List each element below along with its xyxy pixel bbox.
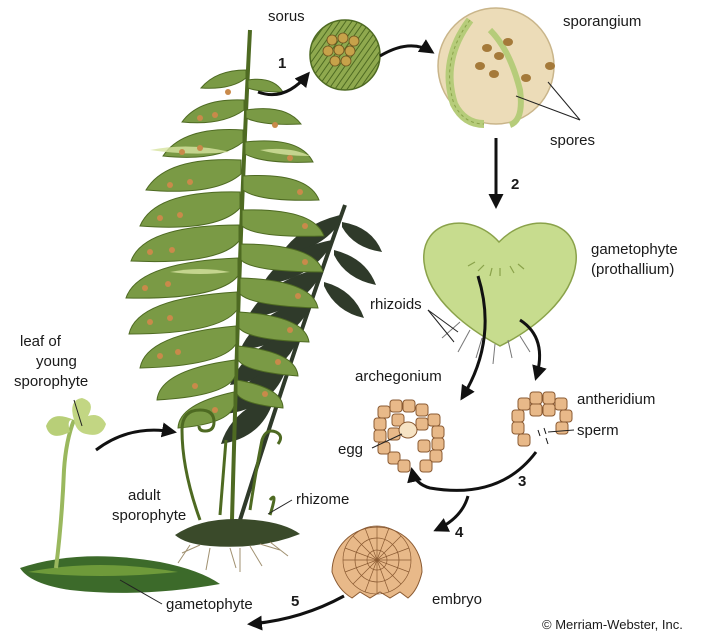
antheridium-image bbox=[511, 391, 573, 447]
sporangium-image bbox=[437, 7, 555, 128]
label-adult-line1: adult bbox=[128, 487, 161, 504]
arrow-3 bbox=[407, 451, 538, 492]
label-leaf-young-line3: sporophyte bbox=[14, 373, 88, 390]
arrow-to-adult bbox=[95, 422, 177, 452]
sorus-image bbox=[309, 19, 381, 91]
label-sorus: sorus bbox=[268, 8, 305, 25]
label-archegonium: archegonium bbox=[355, 368, 442, 385]
copyright-credit: © Merriam-Webster, Inc. bbox=[542, 617, 683, 632]
archegonium-image bbox=[373, 399, 445, 473]
step-number-5: 5 bbox=[291, 593, 299, 610]
young-sporophyte bbox=[20, 398, 220, 593]
label-gametophyte-top-line2: (prothallium) bbox=[591, 261, 674, 278]
embryo-image bbox=[331, 525, 423, 599]
labels: sorus sporangium spores gametophyte (pro… bbox=[14, 8, 678, 613]
label-sperm: sperm bbox=[577, 422, 619, 439]
arrow-4 bbox=[433, 495, 470, 532]
step-numbers: 1 2 3 4 5 bbox=[278, 55, 526, 610]
label-leaf-young-line1: leaf of bbox=[20, 333, 62, 350]
rhizome-shape bbox=[175, 519, 300, 572]
leader-lines bbox=[73, 81, 581, 605]
arrow-5 bbox=[247, 594, 345, 631]
main-frond bbox=[125, 29, 325, 521]
label-rhizoids: rhizoids bbox=[370, 296, 422, 313]
prothallium-image bbox=[423, 222, 577, 365]
step-number-2: 2 bbox=[511, 176, 519, 193]
arrow-to-antheridium bbox=[519, 318, 547, 381]
label-adult-line2: sporophyte bbox=[112, 507, 186, 524]
label-gametophyte-top-line1: gametophyte bbox=[591, 241, 678, 258]
label-embryo: embryo bbox=[432, 591, 482, 608]
arrow-sorus-to-sporangium bbox=[379, 39, 435, 58]
arrow-1 bbox=[257, 71, 310, 97]
fiddleheads bbox=[180, 408, 283, 521]
step-number-4: 4 bbox=[455, 524, 464, 541]
cycle-arrows bbox=[95, 39, 547, 631]
label-rhizome: rhizome bbox=[296, 491, 349, 508]
label-leaf-young-line2: young bbox=[36, 353, 77, 370]
arrow-to-archegonium bbox=[460, 275, 487, 401]
label-gametophyte-bottom: gametophyte bbox=[166, 596, 253, 613]
label-egg: egg bbox=[338, 441, 363, 458]
label-spores: spores bbox=[550, 132, 595, 149]
label-antheridium: antheridium bbox=[577, 391, 655, 408]
step-number-1: 1 bbox=[278, 55, 286, 72]
step-number-3: 3 bbox=[518, 473, 526, 490]
label-sporangium: sporangium bbox=[563, 13, 641, 30]
